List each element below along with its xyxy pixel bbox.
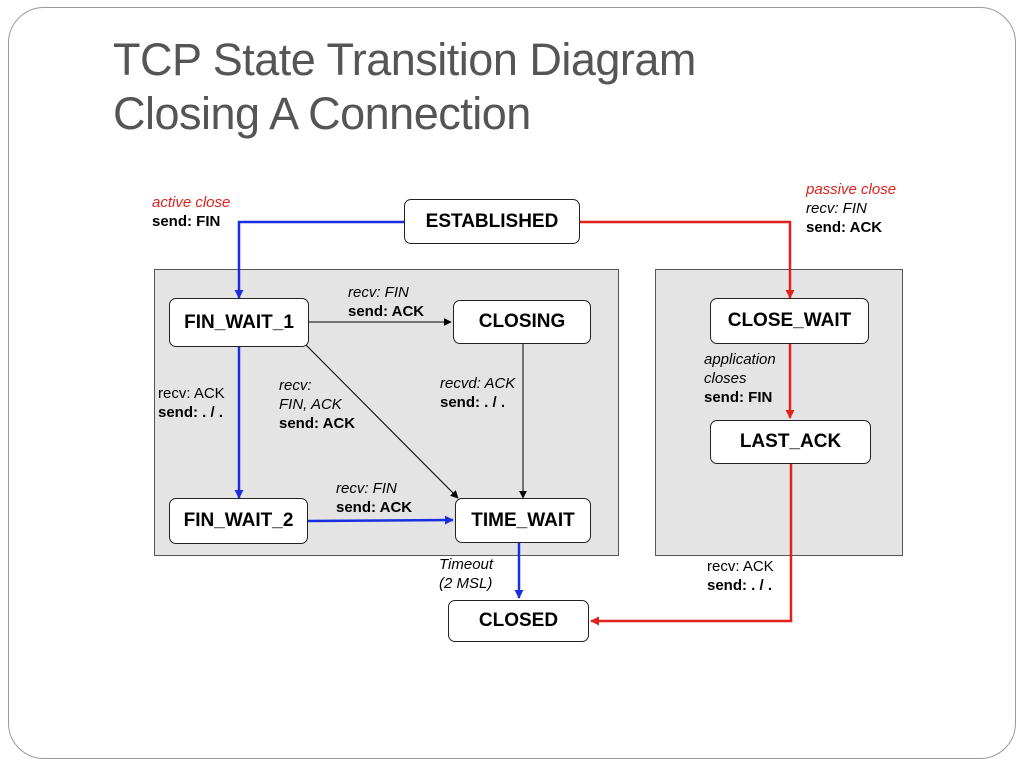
label-last-ack-to-closed-line-1: recv: ACK bbox=[707, 558, 774, 575]
label-fin-wait-2-to-time-wait: recv: FIN send: ACK bbox=[336, 479, 412, 517]
label-close-wait-to-last-ack: application closes send: FIN bbox=[704, 350, 776, 407]
label-fin-wait-1-to-closing-line-2: send: ACK bbox=[348, 303, 425, 320]
slide-title: TCP State Transition Diagram Closing A C… bbox=[113, 33, 696, 141]
label-passive-close-line-3: send: ACK bbox=[806, 219, 883, 236]
state-closed[interactable]: CLOSED bbox=[448, 600, 589, 642]
state-closing[interactable]: CLOSING bbox=[453, 300, 591, 344]
label-close-wait-to-last-ack-line-1: application bbox=[704, 351, 776, 368]
label-passive-close: passive close recv: FIN send: ACK bbox=[806, 180, 896, 237]
label-closing-to-time-wait-line-2: send: . / . bbox=[440, 394, 506, 411]
label-time-wait-to-closed-line-1: Timeout bbox=[439, 556, 494, 573]
label-fin-wait-1-to-fin-wait-2-line-2: send: . / . bbox=[158, 404, 224, 421]
label-passive-close-line-1: passive close bbox=[806, 181, 897, 198]
label-time-wait-to-closed-line-2: (2 MSL) bbox=[439, 575, 493, 592]
label-fin-wait-1-to-fin-wait-2: recv: ACK send: . / . bbox=[158, 384, 225, 422]
label-active-close: active close send: FIN bbox=[152, 193, 230, 231]
state-established[interactable]: ESTABLISHED bbox=[404, 199, 580, 244]
label-closing-to-time-wait-line-1: recvd: ACK bbox=[440, 375, 516, 392]
label-time-wait-to-closed: Timeout (2 MSL) bbox=[439, 555, 493, 593]
label-closing-to-time-wait: recvd: ACK send: . / . bbox=[440, 374, 515, 412]
label-close-wait-to-last-ack-line-3: send: FIN bbox=[704, 389, 773, 406]
label-fin-wait-1-to-closing: recv: FIN send: ACK bbox=[348, 283, 424, 321]
label-fin-wait-1-to-closing-line-1: recv: FIN bbox=[348, 284, 409, 301]
label-fin-wait-1-to-time-wait-line-2: FIN, ACK bbox=[279, 396, 342, 413]
label-fin-wait-1-to-time-wait-line-1: recv: bbox=[279, 377, 312, 394]
label-last-ack-to-closed: recv: ACK send: . / . bbox=[707, 557, 774, 595]
state-close-wait[interactable]: CLOSE_WAIT bbox=[710, 298, 869, 344]
title-line-1: TCP State Transition Diagram bbox=[113, 34, 696, 85]
state-time-wait[interactable]: TIME_WAIT bbox=[455, 498, 591, 543]
label-close-wait-to-last-ack-line-2: closes bbox=[704, 370, 747, 387]
title-line-2: Closing A Connection bbox=[113, 88, 531, 139]
state-last-ack[interactable]: LAST_ACK bbox=[710, 420, 871, 464]
state-fin-wait-1[interactable]: FIN_WAIT_1 bbox=[169, 298, 309, 347]
label-fin-wait-1-to-time-wait: recv: FIN, ACK send: ACK bbox=[279, 376, 355, 433]
label-passive-close-line-2: recv: FIN bbox=[806, 200, 867, 217]
label-last-ack-to-closed-line-2: send: . / . bbox=[707, 577, 773, 594]
label-active-close-line-2: send: FIN bbox=[152, 213, 221, 230]
label-fin-wait-2-to-time-wait-line-2: send: ACK bbox=[336, 499, 413, 516]
label-fin-wait-1-to-fin-wait-2-line-1: recv: ACK bbox=[158, 385, 225, 402]
label-fin-wait-2-to-time-wait-line-1: recv: FIN bbox=[336, 480, 397, 497]
label-fin-wait-1-to-time-wait-line-3: send: ACK bbox=[279, 415, 356, 432]
label-active-close-line-1: active close bbox=[152, 194, 231, 211]
state-fin-wait-2[interactable]: FIN_WAIT_2 bbox=[169, 498, 308, 544]
